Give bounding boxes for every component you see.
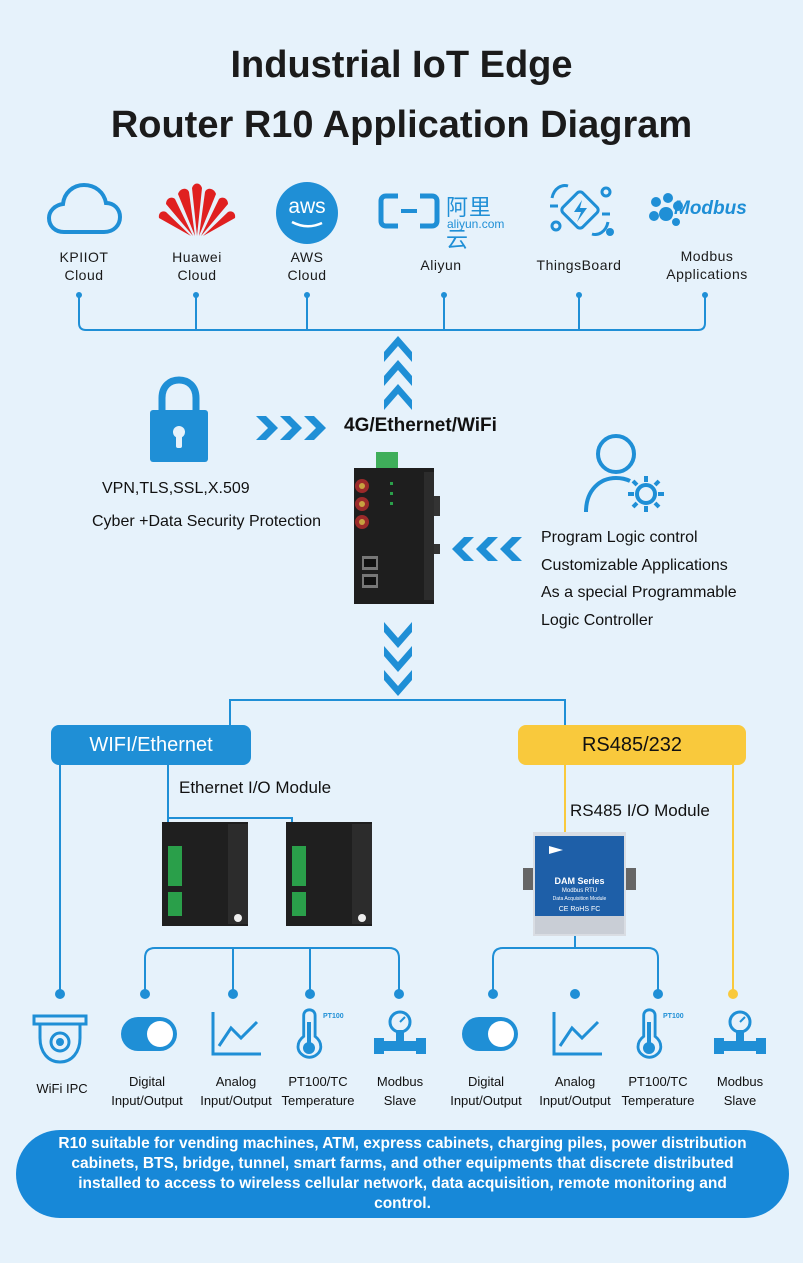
cloud-label-line2: Applications xyxy=(666,266,748,282)
cloud-label-line1: ThingsBoard xyxy=(536,257,622,273)
device-label-line2: Input/Output xyxy=(200,1093,272,1108)
footer-description: R10 suitable for vending machines, ATM, … xyxy=(16,1130,789,1218)
device-label-temperature: PT100/TC Temperature xyxy=(263,1072,373,1110)
cloud-label-line2: Cloud xyxy=(287,267,327,283)
chart-icon xyxy=(211,1012,261,1056)
footer-text: R10 suitable for vending machines, ATM, … xyxy=(58,1135,747,1212)
logic-line-4: Logic Controller xyxy=(541,612,654,629)
router-r10-image xyxy=(354,452,440,604)
logic-line-3: As a special Programmable xyxy=(541,584,737,601)
cloud-label-thingsboard: ThingsBoard xyxy=(524,256,634,274)
valve-icon xyxy=(374,1010,426,1054)
lock-icon xyxy=(150,376,208,462)
cloud-label-line1: Huawei xyxy=(172,249,222,265)
pt100-tag: PT100 xyxy=(323,1013,344,1020)
logic-line-2: Customizable Applications xyxy=(541,557,728,574)
device-label-line1: Modbus xyxy=(376,1074,424,1089)
cloud-label-line2: Cloud xyxy=(177,267,217,283)
cloud-label-line1: Modbus xyxy=(680,248,734,264)
dam-cert-text: CE RoHS FC xyxy=(558,906,601,913)
huawei-logo xyxy=(156,180,238,238)
uplink-chevrons xyxy=(384,336,412,410)
aliyun-logo-url: aliyun.com xyxy=(447,217,505,231)
valve-icon xyxy=(714,1010,766,1054)
user-settings-icon xyxy=(584,434,664,513)
dam-series-text: DAM Series xyxy=(554,876,605,886)
cloud-label-line1: AWS xyxy=(290,249,324,265)
title-line-1: Industrial IoT Edge xyxy=(230,44,573,86)
cloud-label-line2: Cloud xyxy=(64,267,104,283)
thingsboard-logo xyxy=(544,178,616,242)
device-label-line1: PT100/TC xyxy=(288,1074,348,1089)
logic-line-1: Program Logic control xyxy=(541,529,698,546)
title-line-2: Router R10 Application Diagram xyxy=(110,104,693,146)
device-label-temperature: PT100/TC Temperature xyxy=(603,1072,713,1110)
cloud-label-line1: KPIIOT xyxy=(59,249,109,265)
modbus-logo: Modbus xyxy=(648,192,763,232)
device-label-line1: Digital xyxy=(128,1074,166,1089)
toggle-icon xyxy=(462,1017,518,1051)
uplink-label: 4G/Ethernet/WiFi xyxy=(344,415,497,436)
aws-logo: aws xyxy=(276,182,338,244)
device-label-line2: Slave xyxy=(383,1093,417,1108)
cloud-bus-connector xyxy=(76,292,708,331)
device-label-line1: PT100/TC xyxy=(628,1074,688,1089)
aliyun-logo: 阿里云 aliyun.com xyxy=(378,190,513,253)
cloud-label-kpiiot: KPIIOT Cloud xyxy=(29,248,139,284)
device-label-line1: Digital xyxy=(467,1074,505,1089)
device-label-line1: WiFi IPC xyxy=(36,1081,88,1096)
device-label-line2: Temperature xyxy=(281,1093,355,1108)
device-label-line2: Slave xyxy=(723,1093,757,1108)
dam-desc-text: Data Acquisition Module xyxy=(552,896,607,902)
downlink-chevrons xyxy=(384,622,412,696)
rs485-io-module-image: DAM Series Modbus RTU Data Acquisition M… xyxy=(523,832,636,936)
pt100-tag: PT100 xyxy=(663,1013,684,1020)
modbus-logo-text: Modbus xyxy=(674,198,747,219)
security-line-1: VPN,TLS,SSL,X.509 xyxy=(102,480,250,497)
security-chevrons xyxy=(256,416,326,440)
rs485-io-module-label: RS485 I/O Module xyxy=(570,801,710,820)
logic-chevrons xyxy=(452,537,522,561)
device-label-line1: Modbus xyxy=(716,1074,764,1089)
aws-logo-text: aws xyxy=(288,195,326,218)
dam-protocol-text: Modbus RTU xyxy=(561,888,598,894)
device-label-line1: Analog xyxy=(554,1074,596,1089)
toggle-icon xyxy=(121,1017,177,1051)
device-label-wifi-ipc: WiFi IPC xyxy=(7,1079,117,1098)
cloud-label-aliyun: Aliyun xyxy=(386,256,496,274)
ethernet-io-module-label: Ethernet I/O Module xyxy=(179,778,332,797)
cloud-label-line1: Aliyun xyxy=(420,257,462,273)
distribution-connectors xyxy=(55,699,738,999)
camera-icon xyxy=(32,1014,88,1064)
thermometer-icon xyxy=(296,1008,323,1059)
device-label-line2: Input/Output xyxy=(111,1093,183,1108)
cloud-icon xyxy=(46,180,122,240)
security-line-2: Cyber +Data Security Protection xyxy=(92,513,321,530)
wifi-ethernet-bus-label: WIFI/Ethernet xyxy=(51,725,251,765)
chart-icon xyxy=(552,1012,602,1056)
ethernet-io-module-1 xyxy=(162,822,248,926)
rs485-bus-label: RS485/232 xyxy=(518,725,746,765)
device-label-line2: Temperature xyxy=(621,1093,695,1108)
device-label-line2: Input/Output xyxy=(539,1093,611,1108)
device-label-line2: Input/Output xyxy=(450,1093,522,1108)
cloud-label-aws: AWS Cloud xyxy=(252,248,362,284)
ethernet-io-module-2 xyxy=(286,822,372,926)
device-label-line1: Analog xyxy=(215,1074,257,1089)
aliyun-logo-cn: 阿里云 xyxy=(446,196,493,253)
thermometer-icon xyxy=(636,1008,663,1059)
